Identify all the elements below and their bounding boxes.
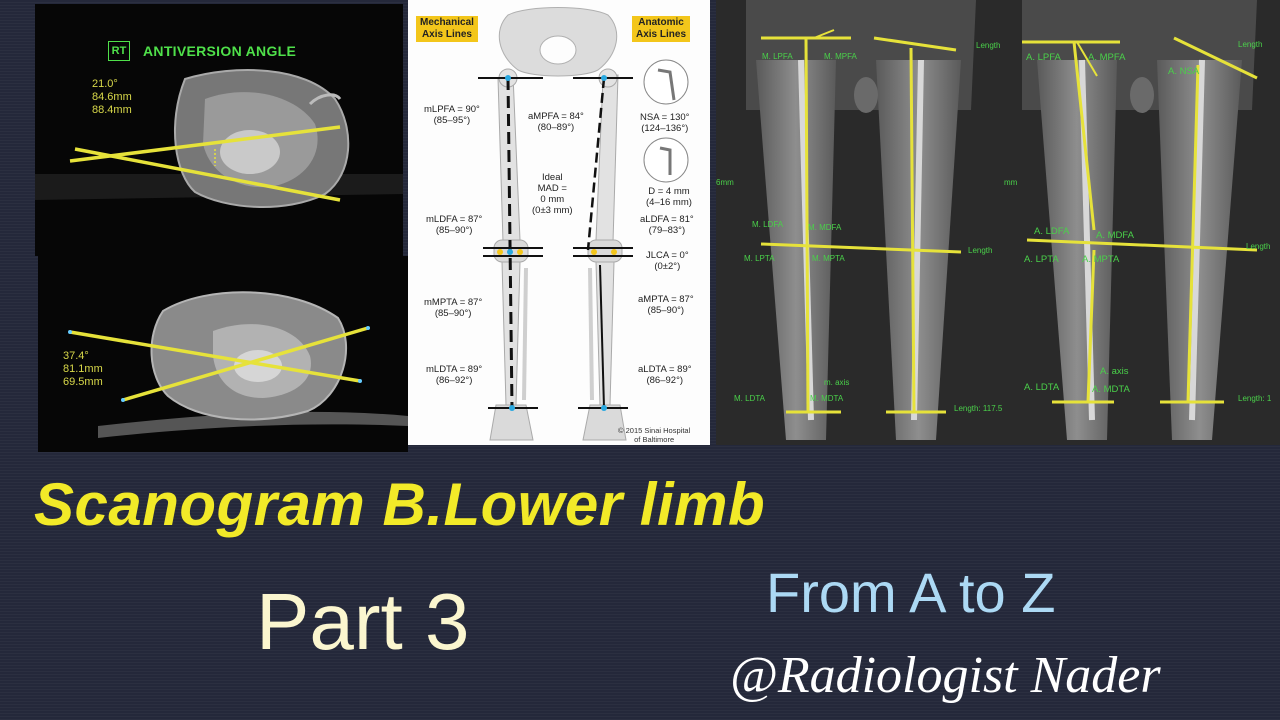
ct-antiversion-image: RT ANTIVERSION ANGLE 21.0° 84.6mm 88.4mm [35,4,403,256]
range: (85–90°) [435,225,473,236]
xray-label-length-top: Length [1238,40,1263,49]
ampta-label: aMPTA = 87° (85–90°) [638,294,694,316]
measurement-length-2: 88.4mm [92,104,132,116]
xray-label-length-mid: Length [1246,242,1271,251]
antiversion-angle-title: ANTIVERSION ANGLE [143,43,297,59]
xray-left-graphic [716,0,1002,445]
ct-bottom-scan-graphic [68,291,408,438]
value: mMPTA = 87° [424,297,483,308]
value: mLDFA = 87° [426,214,483,225]
line-2: MAD = [537,183,567,194]
axis-lines-diagram: Mechanical Axis Lines Anatomic Axis Line… [408,0,710,445]
ct-top-measurements: 21.0° 84.6mm 88.4mm [92,78,132,117]
range: (4–16 mm) [646,197,692,208]
ampfa-label: aMPFA = 84° (80–89°) [528,111,584,133]
range: (85–90°) [434,308,472,319]
range: (79–83°) [648,225,686,236]
value: D = 4 mm [648,186,690,197]
line-1: Ideal [541,172,563,183]
xray-label-a-axis: A. axis [1100,366,1129,377]
mlpfa-label: mLPFA = 90° (85–95°) [424,104,480,126]
xray-label-mm: mm [1004,178,1018,187]
mldta-label: mLDTA = 89° (86–92°) [426,364,482,386]
xray-mechanical-axis: M. LPFA M. MPFA M. LDFA M. MDFA M. LPTA … [716,0,1002,445]
xray-label-m-mpta: M. MPTA [812,254,845,263]
range: (86–92°) [646,375,684,386]
value: aMPTA = 87° [638,294,694,305]
mldfa-label: mLDFA = 87° (85–90°) [426,214,482,236]
xray-label-m-ldfa: M. LDFA [752,220,784,229]
d-label: D = 4 mm (4–16 mm) [646,186,692,208]
range: (124–136°) [641,123,689,134]
xray-label-a-mpta: A. MPTA [1082,254,1120,265]
xray-label-m-ldta: M. LDTA [734,394,765,403]
measurement-length-2: 69.5mm [63,376,103,388]
xray-label-m-axis: m. axis [824,378,850,387]
xray-label-a-ldfa: A. LDFA [1034,226,1070,237]
line-4: (0±3 mm) [532,205,573,216]
xray-label-length-bottom: Length: 117.5 [954,404,1002,413]
measurement-angle: 21.0° [92,78,118,90]
main-title: Scanogram B.Lower limb [34,471,766,538]
header-line-1: Mechanical [420,17,474,28]
copyright-line-2: of Baltimore [634,435,675,444]
aldta-label: aLDTA = 89° (86–92°) [638,364,692,386]
value: mLDTA = 89° [426,364,483,375]
xray-label-m-lpfa: M. LPFA [762,52,793,61]
header-line-2: Axis Lines [421,29,472,40]
xray-label-m-mdfa: M. MDFA [808,223,842,232]
xray-label-m-mdta: M. MDTA [810,394,844,403]
range: (80–89°) [537,122,575,133]
xray-label-m-mpfa: M. MPFA [824,52,857,61]
value: JLCA = 0° [646,250,689,261]
xray-anatomic-axis: A. LPFA A. MPFA A. NSA A. LDFA A. MDFA A… [1002,0,1280,445]
ct-top-scan-graphic [35,69,403,208]
value: mLPFA = 90° [424,104,480,115]
range: (85–95°) [433,115,471,126]
value: aLDTA = 89° [638,364,692,375]
copyright-line-1: © 2015 Sinai Hospital [618,426,691,435]
range: (86–92°) [435,375,473,386]
rt-badge: RT [108,41,130,61]
subtitle: From A to Z [766,561,1056,624]
ct-tibial-image: 37.4° 81.1mm 69.5mm [38,256,408,452]
copyright-text: © 2015 Sinai Hospital of Baltimore [618,426,690,444]
xray-label-a-ldta: A. LDTA [1024,382,1060,393]
xray-label-a-lpfa: A. LPFA [1026,52,1061,63]
value: NSA = 130° [640,112,690,123]
line-3: 0 mm [540,194,565,205]
xray-label-a-nsa: A. NSA [1168,66,1200,77]
xray-label-length-top: Length [976,41,1001,50]
anatomic-axis-header: Anatomic Axis Lines [632,16,691,42]
xray-label-mm: 6mm [716,178,734,187]
value: aLDFA = 81° [640,214,694,225]
xray-label-a-mdfa: A. MDFA [1096,230,1135,241]
header-line-2: Axis Lines [636,29,687,40]
aldfa-label: aLDFA = 81° (79–83°) [640,214,694,236]
value: aMPFA = 84° [528,111,584,122]
xray-label-length-mid: Length [968,246,993,255]
measurement-length-1: 84.6mm [92,91,132,103]
xray-label-a-lpta: A. LPTA [1024,254,1059,265]
header-line-1: Anatomic [638,17,684,28]
nsa-label: NSA = 130° (124–136°) [640,112,690,134]
xray-label-a-mpfa: A. MPFA [1088,52,1126,63]
part-number: Part 3 [256,577,470,666]
measurement-length-1: 81.1mm [63,363,103,375]
xray-label-length-bottom: Length: 1 [1238,394,1272,403]
author-handle: @Radiologist Nader [730,647,1161,704]
range: (0±2°) [654,261,681,272]
measurement-angle: 37.4° [63,350,89,362]
ideal-mad-label: Ideal MAD = 0 mm (0±3 mm) [532,172,573,216]
ct-bottom-measurements: 37.4° 81.1mm 69.5mm [63,350,103,389]
xray-right-graphic [1002,0,1280,445]
xray-label-a-mdta: A. MDTA [1092,384,1130,395]
jlca-label: JLCA = 0° (0±2°) [646,250,689,272]
mechanical-axis-header: Mechanical Axis Lines [416,16,478,42]
mmpta-label: mMPTA = 87° (85–90°) [424,297,482,319]
xray-label-m-lpta: M. LPTA [744,254,775,263]
lower-limb-skeleton-graphic [478,7,689,441]
range: (85–90°) [647,305,685,316]
